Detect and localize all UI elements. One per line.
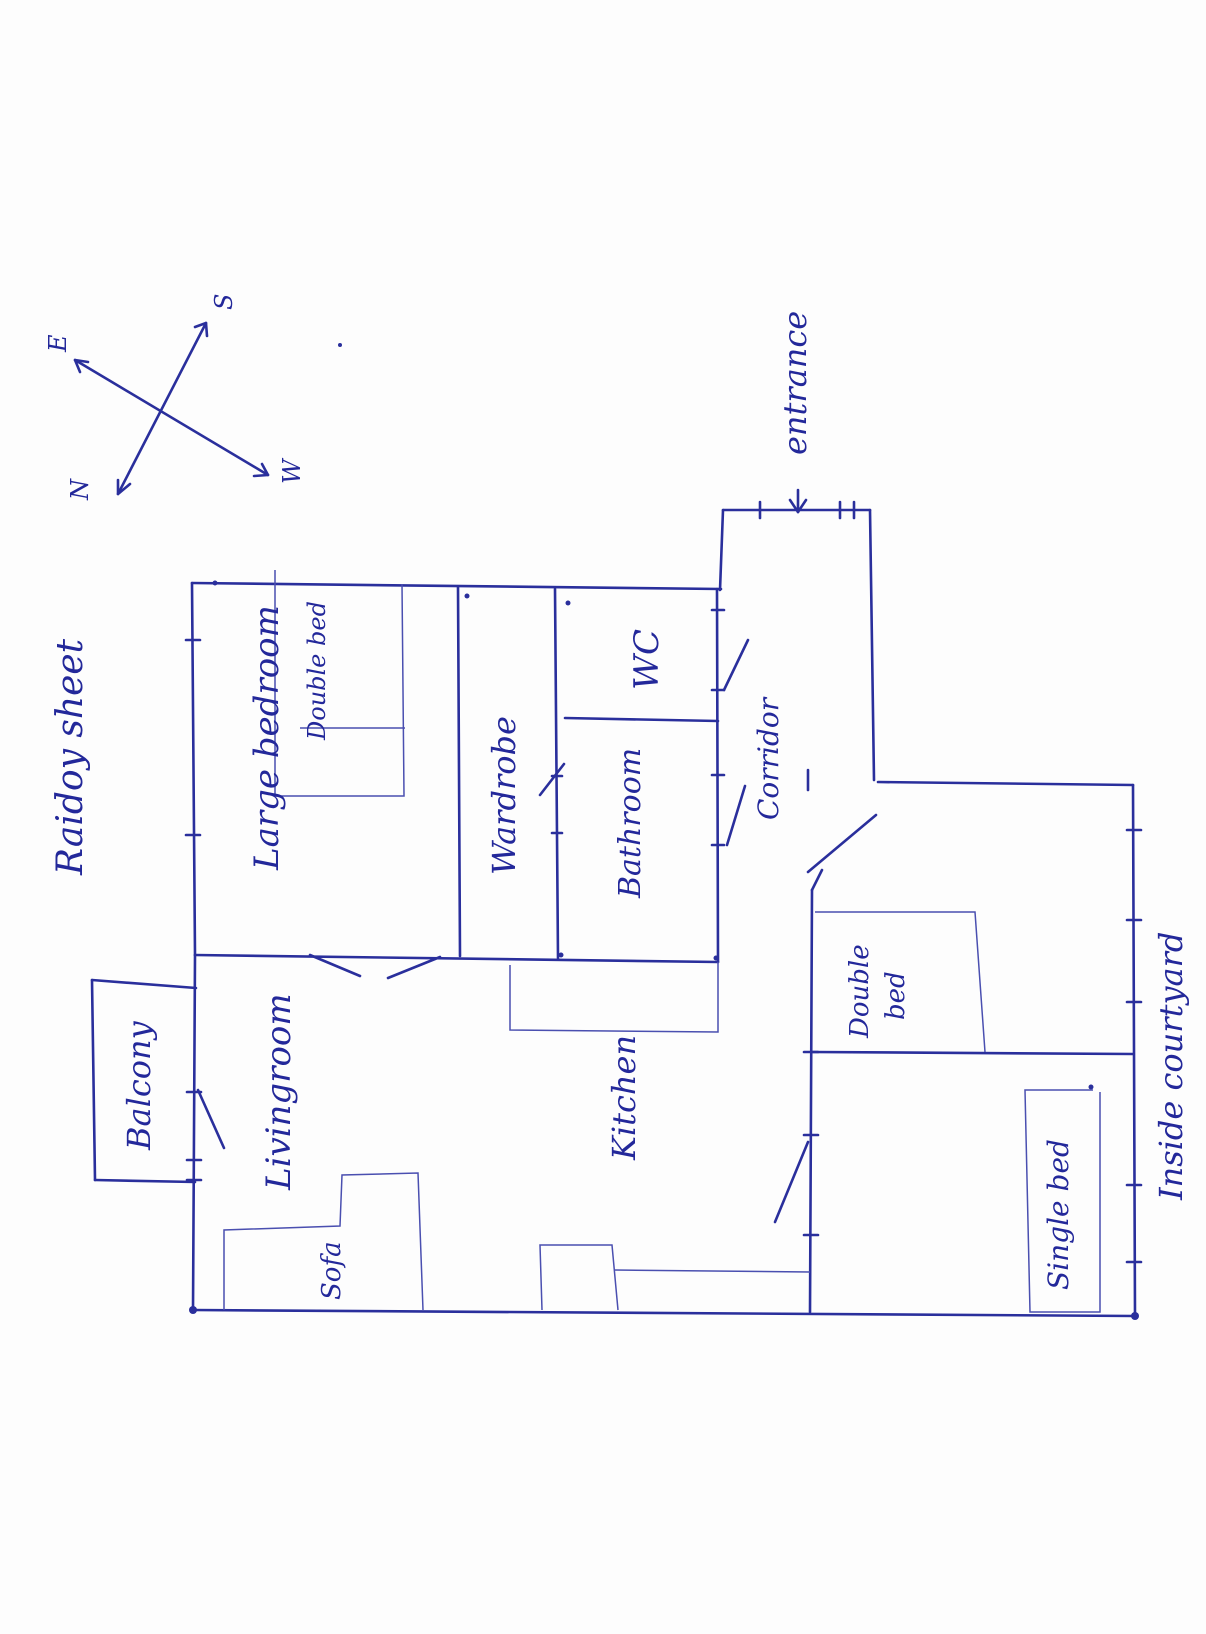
door-bedroom: [308, 953, 362, 978]
compass-east-arrowhead: [73, 358, 90, 374]
label-inside-courtyard: Inside courtyard: [1152, 932, 1190, 1201]
door-bathroom: [725, 784, 747, 847]
double-bed-bottom-outline: [815, 911, 986, 1053]
compass-north-south-axis: [116, 321, 208, 496]
entrance-arrow-icon: [788, 488, 808, 514]
wall-bedroom-wardrobe: [456, 585, 462, 958]
wall-door-jamb: [810, 868, 824, 892]
wall-outer-left: [191, 953, 197, 1312]
label-single-bed: Single bed: [1042, 1139, 1075, 1290]
balcony-outer: [90, 978, 97, 1182]
wall-outer-bottom: [191, 1308, 1137, 1318]
wall-courtyard-top: [876, 780, 1135, 787]
single-bed-outline: [1024, 1089, 1101, 1313]
double-bed-top-outline: [274, 570, 405, 797]
compass-north-arrowhead: [116, 478, 132, 496]
doors: [196, 638, 878, 1224]
compass-east-label: E: [44, 334, 72, 353]
door-balcony: [196, 1088, 226, 1150]
compass-west-arrowhead: [252, 462, 270, 478]
wall-ticks: [184, 343, 1143, 1320]
compass-rose: N E S W: [44, 294, 306, 501]
kitchen-counter-top: [509, 962, 719, 1033]
label-livingroom: Livingroom: [259, 993, 299, 1191]
label-double-bed-top: Double bed: [303, 601, 331, 741]
wall-courtyard: [1131, 783, 1137, 1318]
door-wc: [722, 638, 750, 692]
balcony-bottom: [93, 1178, 197, 1184]
compass-east-west-axis: [73, 358, 270, 477]
wall-entrance-left: [718, 508, 725, 592]
kitchen-counter-bottom: [614, 1269, 811, 1273]
compass-south-label: S: [210, 294, 238, 310]
balcony-top: [90, 978, 198, 990]
sofa-outline: [223, 1172, 424, 1311]
wall-wc-bathroom: [563, 716, 720, 723]
door-bedroom-double: [806, 813, 878, 874]
label-double-bed-bottom-line1: Double: [845, 944, 875, 1039]
compass-west-label: W: [278, 457, 306, 484]
label-entrance: entrance: [776, 311, 814, 455]
label-bathroom: Bathroom: [613, 748, 648, 899]
compass-south-arrowhead: [193, 321, 209, 338]
label-wc: WC: [627, 629, 667, 690]
label-large-bedroom: Large bedroom: [247, 605, 287, 871]
wall-kitchen-bedrooms: [808, 888, 814, 1314]
wall-living-top: [193, 953, 720, 964]
label-balcony: Balcony: [120, 1020, 158, 1151]
label-corridor: Corridor: [752, 696, 785, 820]
door-bedroom-single: [773, 1140, 810, 1224]
label-kitchen: Kitchen: [605, 1035, 643, 1161]
compass-north-label: N: [66, 478, 94, 501]
label-double-bed-bottom-line2: bed: [881, 971, 911, 1020]
furniture: [223, 570, 1101, 1313]
kitchen-appliance-outline: [539, 1244, 619, 1311]
wall-between-bedrooms: [810, 1050, 1135, 1056]
door-wardrobe-inner: [538, 762, 566, 797]
door-wardrobe: [386, 955, 442, 980]
label-sofa: Sofa: [317, 1241, 347, 1300]
label-wardrobe: Wardrobe: [485, 716, 523, 875]
wall-top: [190, 581, 723, 591]
wall-corridor-right: [868, 508, 876, 782]
wall-bedroom-left: [190, 581, 197, 957]
sheet-title: Raidoy sheet: [50, 638, 91, 876]
room-labels: Large bedroom Double bed Wardrobe WC Bat…: [120, 311, 1190, 1300]
